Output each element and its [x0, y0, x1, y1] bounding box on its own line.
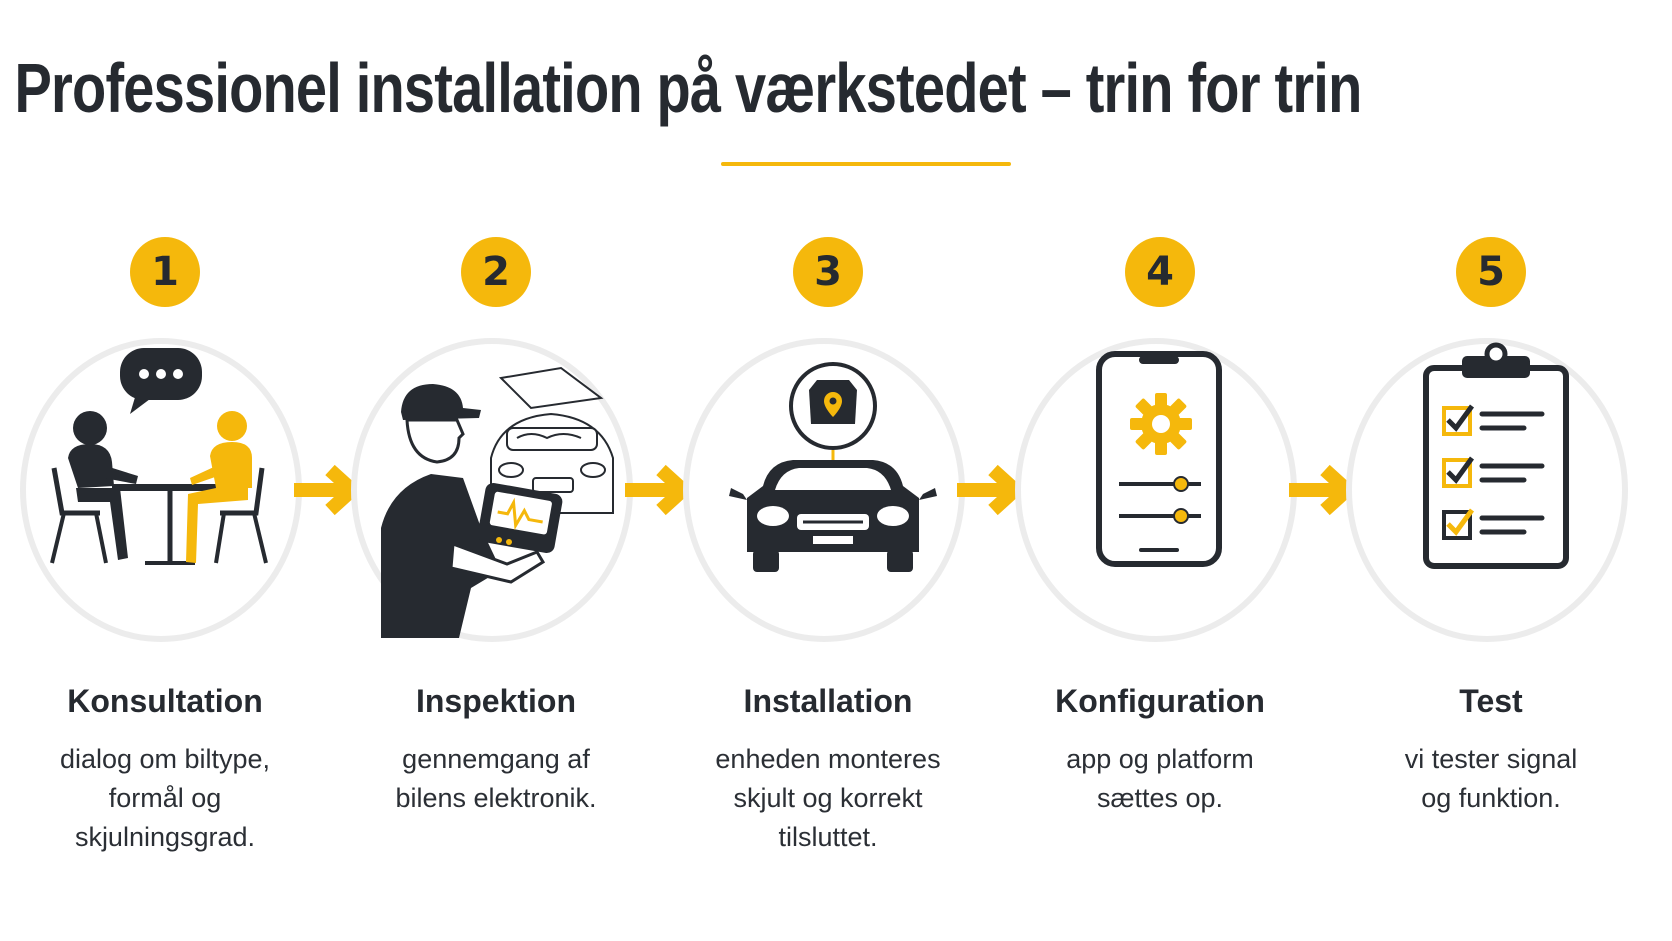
step-title: Konfiguration [1055, 683, 1265, 719]
step-number-badge: 2 [461, 237, 531, 307]
step-3: 3 Installation enheden monteres skjult o… [663, 0, 993, 941]
step-description: vi tester signal og funktion. [1404, 744, 1578, 813]
step-1: 1 Konsultation dialog om biltype, formål… [0, 0, 330, 941]
step-description: dialog om biltype, formål og skjulningsg… [59, 744, 271, 852]
step-title: Konsultation [67, 683, 263, 719]
mechanic-inspection-icon [381, 366, 614, 638]
step-title: Installation [743, 683, 913, 719]
step-2: 2 Inspektion gennemgang af bilens elektr… [331, 0, 661, 941]
step-title: Inspektion [415, 683, 576, 719]
step-5: 5 Test vi tester signal og funktion. [1326, 0, 1656, 941]
phone-settings-icon [1096, 351, 1222, 567]
step-number-badge: 4 [1125, 237, 1195, 307]
consultation-icon [50, 348, 268, 565]
step-number-badge: 1 [130, 237, 200, 307]
title-underline [721, 162, 1011, 166]
car-tracker-icon [729, 362, 937, 572]
checklist-icon [1423, 342, 1569, 569]
step-description: enheden monteres skjult og korrekt tilsl… [715, 744, 941, 852]
step-title: Test [1459, 683, 1523, 719]
step-description: gennemgang af bilens elektronik. [395, 744, 597, 813]
page-title: Professionel installation på værkstedet … [14, 49, 1363, 127]
step-number-badge: 3 [793, 237, 863, 307]
step-number-badge: 5 [1456, 237, 1526, 307]
step-description: app og platform sættes op. [1066, 744, 1254, 813]
step-4: 4 Konfiguration app og platform sættes o… [995, 0, 1325, 941]
